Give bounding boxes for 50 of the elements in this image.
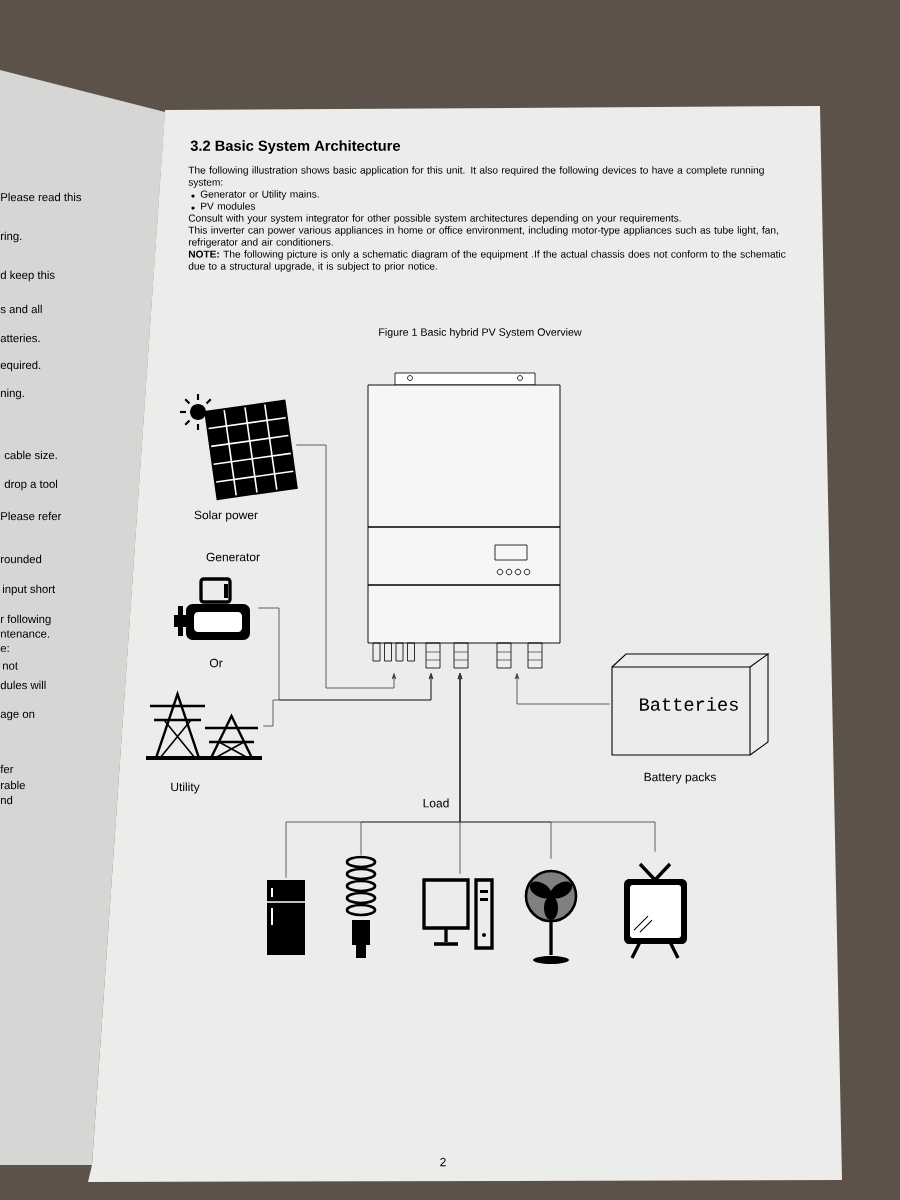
label-text: Or (208, 657, 224, 669)
text-line: equired. (0, 360, 41, 372)
text-line: drop a tool (4, 479, 58, 491)
paragraph: The following illustration shows basic application for this unit. It also required the following devices to have a complete running system: (188, 166, 764, 188)
text-line: not (3, 662, 18, 670)
battery-box: Batteries (611, 653, 770, 756)
caption-text: Utility (171, 782, 200, 794)
text-line: nd (1, 795, 13, 805)
paragraph: Generator or Utility mains. (200, 190, 319, 200)
text-line: ning. (1, 388, 24, 400)
tv-icon (624, 862, 687, 960)
text-line: age on (0, 711, 35, 721)
paragraph: PV modules (201, 202, 256, 210)
text-line: r following (1, 614, 51, 626)
text-line: rable (1, 780, 25, 790)
paragraph: NOTE: The following picture is only a schematic diagram of the equipment .If the actual chassis does not conform to the schematic due to a structural upgrade, it is subject to prior notice. (188, 250, 786, 272)
text-line: atteries. (0, 333, 40, 343)
paragraph: Consult with your system integrator for other possible system architectures depending on your requirements. (188, 214, 681, 224)
connector-arrow (295, 444, 397, 689)
caption-text: Solar power (194, 510, 258, 522)
generator-drawing (174, 577, 250, 640)
paragraph: This inverter can power various appliances in home or office environment, including motor-type appliances such as tube light, fan, refrigerator and air conditioners. (188, 226, 778, 248)
text-line: input short (3, 584, 56, 596)
light-bulb-icon (345, 855, 377, 958)
text-line: dules will (0, 680, 46, 690)
connector-arrow (514, 673, 611, 705)
text-line: d keep this (0, 270, 55, 282)
inverter-drawing (367, 372, 561, 669)
power-pylon-drawing (146, 690, 262, 760)
text-line: ntenance. (1, 630, 49, 638)
caption-text: Generator (206, 552, 260, 562)
label-text: Load (421, 797, 451, 809)
section-heading: 3.2 Basic System Architecture (190, 140, 401, 154)
text-line: rounded (1, 554, 42, 564)
caption-text: Battery packs (644, 772, 716, 784)
text-line: e: (0, 645, 9, 653)
text-line: s and all (0, 304, 42, 314)
text-line: Please refer (1, 511, 62, 521)
connector-arrow (457, 673, 656, 853)
solar-panel-drawing (180, 394, 298, 501)
computer-icon (422, 878, 494, 950)
figure-caption: Figure 1 Basic hybrid PV System Overview (379, 328, 582, 338)
text-line: cable size. (4, 450, 57, 460)
page-number: 2 (438, 1156, 448, 1168)
refrigerator-icon (266, 880, 306, 955)
fan-icon (524, 869, 578, 964)
connector-arrow (262, 673, 434, 727)
text-line: Please read this (1, 192, 82, 202)
text-line: ring. (1, 231, 22, 243)
text-line: fer (0, 764, 14, 774)
